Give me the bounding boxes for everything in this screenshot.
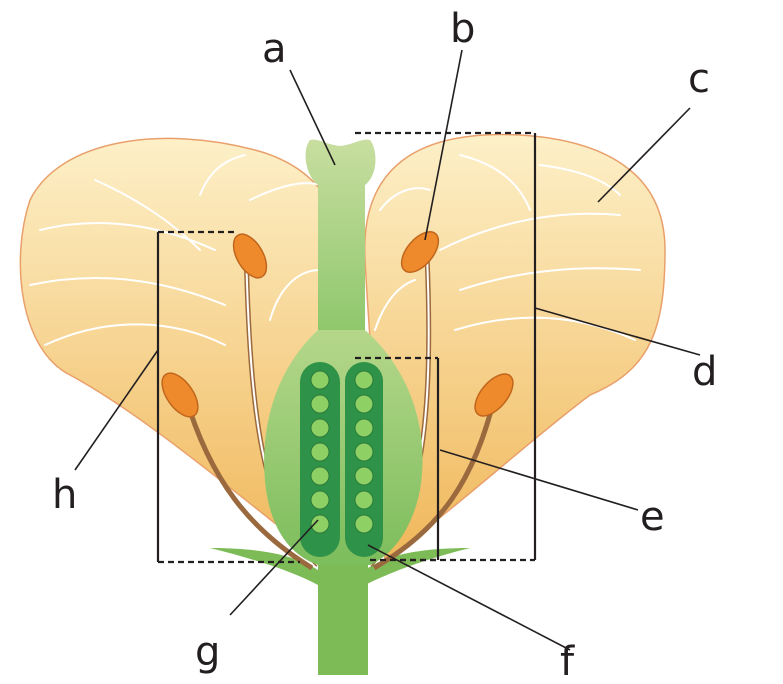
ovule: [355, 419, 373, 437]
label-g: g: [195, 629, 220, 675]
ovule: [311, 419, 329, 437]
label-b: b: [450, 6, 475, 52]
label-f: f: [560, 639, 575, 684]
ovule: [355, 371, 373, 389]
ovule: [355, 491, 373, 509]
label-e: e: [640, 494, 665, 540]
ovule: [311, 491, 329, 509]
ovule: [355, 395, 373, 413]
ovule: [311, 371, 329, 389]
ovule: [311, 395, 329, 413]
ovule: [355, 515, 373, 533]
ovule: [355, 467, 373, 485]
ovule: [311, 443, 329, 461]
label-h: h: [52, 472, 77, 518]
label-d: d: [692, 349, 717, 395]
ovule: [311, 467, 329, 485]
label-a: a: [262, 26, 287, 72]
ovule: [355, 443, 373, 461]
sepals: [210, 548, 470, 675]
flower-stalk: [318, 565, 368, 675]
leader-f: [368, 545, 570, 650]
label-c: c: [688, 56, 710, 102]
